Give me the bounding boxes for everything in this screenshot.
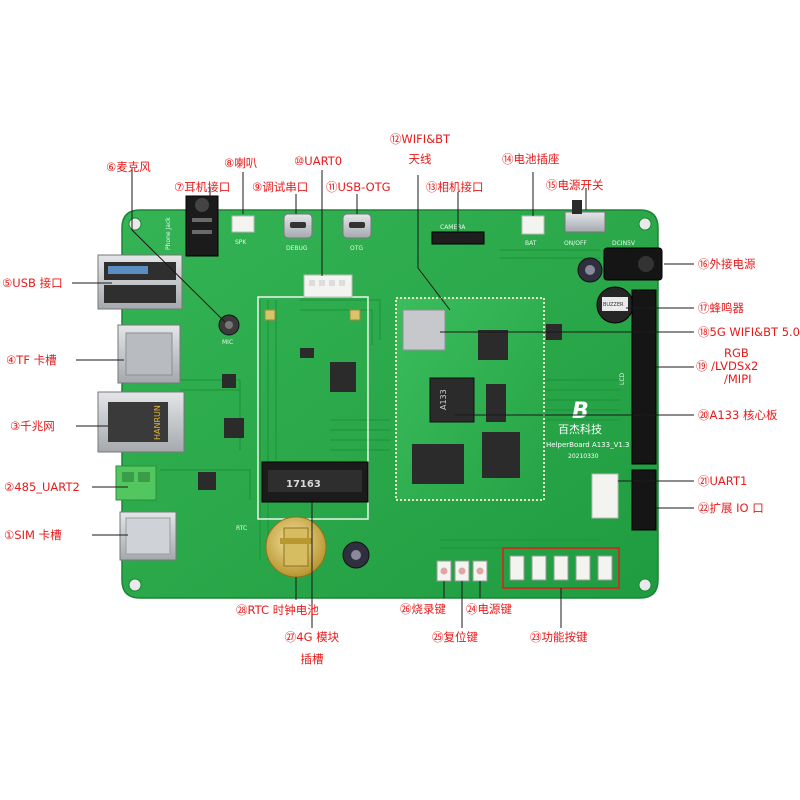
- callout-lcd-line1: RGB: [724, 346, 749, 360]
- callout-a133-core: ⑳A133 核心板: [698, 408, 778, 422]
- slot-screws: [264, 309, 361, 321]
- phone-jack-silk: Phone Jack: [165, 217, 172, 250]
- speaker-connector: [231, 215, 255, 233]
- otg-silk: OTG: [350, 245, 363, 252]
- callout-buzzer: ⑰蜂鸣器: [698, 301, 744, 315]
- 4g-slot: 17163: [261, 461, 369, 503]
- slot-number: 17163: [286, 479, 321, 490]
- otg-usbc: [342, 213, 372, 239]
- callout-battery-socket: ⑭电池插座: [502, 152, 560, 166]
- pcb-traces: [160, 249, 620, 560]
- capacitors: [342, 257, 603, 569]
- callout-speaker: ⑧喇叭: [224, 156, 258, 170]
- callout-4g-line2: 插槽: [300, 652, 324, 666]
- callout-lcd-line3: /MIPI: [724, 372, 752, 386]
- callout-4g-slot: ㉗4G 模块 插槽: [280, 630, 344, 666]
- callout-uart0: ⑩UART0: [294, 154, 343, 168]
- callout-lcd-line2: ⑲ /LVDSx2: [696, 359, 759, 373]
- eth-brand: HANRUN: [153, 405, 162, 440]
- callout-usb-otg: ⑪USB-OTG: [326, 180, 391, 194]
- callout-tf-slot: ④TF 卡槽: [6, 353, 57, 367]
- core-logo: B: [572, 399, 589, 424]
- callout-power-switch: ⑮电源开关: [546, 178, 604, 192]
- sim-slot: [119, 511, 177, 561]
- ethernet-port: HANRUN: [97, 391, 185, 453]
- callout-gigabit-ethernet: ③千兆网: [10, 419, 55, 433]
- callout-external-power: ⑯外接电源: [698, 257, 756, 271]
- buzzer-silk: BUZZER: [603, 302, 624, 308]
- callout-lcd-interface: RGB ⑲ /LVDSx2 /MIPI: [696, 347, 758, 386]
- callout-485-uart2: ②485_UART2: [4, 480, 80, 494]
- mounting-holes: [128, 217, 652, 592]
- core-date: 20210330: [568, 453, 599, 460]
- callout-burn-key: ㉖烧录键: [400, 602, 446, 616]
- function-keys: [502, 547, 620, 589]
- uart0-connector: [303, 274, 353, 298]
- callout-debug-serial: ⑨调试串口: [252, 180, 309, 194]
- onoff-silk: ON/OFF: [564, 240, 587, 247]
- small-buttons: [436, 560, 488, 582]
- io-header: [631, 469, 657, 531]
- callout-usb-port: ⑤USB 接口: [2, 276, 63, 290]
- callout-microphone: ⑥麦克风: [106, 160, 151, 174]
- leader-c12: [417, 175, 451, 311]
- usb-a-port: [97, 254, 183, 310]
- core-board: A133: [395, 297, 545, 501]
- callout-camera: ⑬相机接口: [426, 180, 484, 194]
- mic-silk: MIC: [222, 339, 233, 346]
- buzzer: [596, 286, 634, 324]
- callout-function-keys: ㉓功能按键: [530, 630, 588, 644]
- core-name: 百杰科技: [558, 422, 602, 436]
- dcin-silk: DCIN5V: [612, 240, 636, 247]
- callout-wifi-bt-line2: 天线: [408, 152, 432, 166]
- lcd-silk: LCD: [619, 372, 626, 385]
- callout-power-key: ㉔电源键: [466, 602, 512, 616]
- rs485-terminal: [115, 465, 157, 501]
- rtc-battery: [265, 516, 327, 578]
- dc-jack: [603, 247, 663, 281]
- uart1-connector: [591, 473, 619, 519]
- rtc-silk: RTC: [236, 525, 247, 532]
- callout-sim-slot: ①SIM 卡槽: [4, 528, 62, 542]
- tf-slot: [117, 324, 181, 384]
- callout-wifi-bt-antenna: ⑫WIFI&BT 天线: [384, 132, 456, 166]
- debug-usbc: [283, 213, 313, 239]
- callout-headphone-jack: ⑦耳机接口: [174, 180, 231, 194]
- microphone: [218, 314, 240, 336]
- callout-rtc-battery: ㉘RTC 时钟电池: [236, 603, 319, 617]
- callout-expansion-io: ㉒扩展 IO 口: [698, 501, 764, 515]
- debug-silk: DEBUG: [286, 245, 308, 252]
- callout-4g-line1: ㉗4G 模块: [284, 630, 340, 644]
- core-model: HelperBoard A133_V1.3: [546, 441, 630, 449]
- lcd-header: [631, 289, 657, 465]
- bat-silk: BAT: [525, 240, 537, 247]
- camera-connector: [431, 231, 485, 245]
- a133-silk: A133: [439, 389, 448, 410]
- misc-ics: [198, 324, 562, 490]
- callout-5g-wifi: ⑱5G WIFI&BT 5.0: [698, 325, 800, 339]
- callout-reset-key: ㉕复位键: [432, 630, 478, 644]
- leader-c6: [131, 168, 226, 323]
- battery-connector: [521, 215, 545, 235]
- callout-uart1: ㉑UART1: [698, 474, 748, 488]
- leader-lines: [72, 168, 694, 628]
- headphone-jack: [185, 195, 219, 257]
- callout-wifi-bt-line1: ⑫WIFI&BT: [389, 132, 451, 146]
- camera-silk: CAMERA: [440, 224, 466, 231]
- power-switch: [564, 200, 606, 233]
- spk-silk: SPK: [235, 239, 247, 246]
